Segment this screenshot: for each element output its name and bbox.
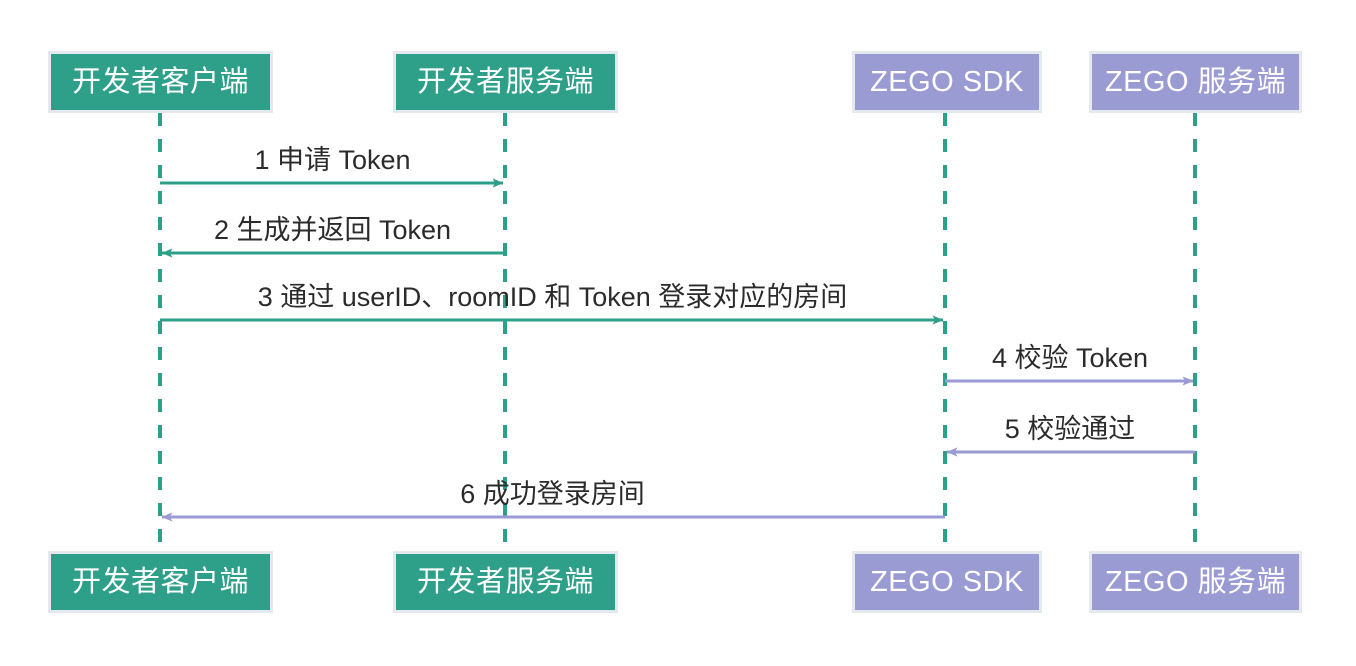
participant-zego-server-top[interactable]: ZEGO 服务端 <box>1089 51 1302 113</box>
participant-label: 开发者客户端 <box>71 65 249 98</box>
participant-dev-server-bottom[interactable]: 开发者服务端 <box>393 551 618 613</box>
participant-zego-sdk-top[interactable]: ZEGO SDK <box>852 51 1042 113</box>
message-label-4: 4 校验 Token <box>991 343 1149 373</box>
message-label-3: 3 通过 userID、roomID 和 Token 登录对应的房间 <box>257 282 848 312</box>
participant-label: 开发者服务端 <box>416 65 594 98</box>
participant-dev-client-bottom[interactable]: 开发者客户端 <box>48 551 273 613</box>
participant-label: ZEGO 服务端 <box>1104 565 1287 598</box>
participant-label: 开发者客户端 <box>71 565 249 598</box>
participant-dev-server-top[interactable]: 开发者服务端 <box>393 51 618 113</box>
participant-zego-server-bottom[interactable]: ZEGO 服务端 <box>1089 551 1302 613</box>
participant-dev-client-top[interactable]: 开发者客户端 <box>48 51 273 113</box>
message-label-5: 5 校验通过 <box>1004 414 1136 444</box>
lifelines-group <box>158 113 1197 551</box>
message-arrows-group <box>160 178 1195 522</box>
participant-label: ZEGO 服务端 <box>1104 65 1287 98</box>
participant-zego-sdk-bottom[interactable]: ZEGO SDK <box>852 551 1042 613</box>
message-label-6: 6 成功登录房间 <box>460 479 645 509</box>
message-label-2: 2 生成并返回 Token <box>213 215 452 245</box>
participant-label: ZEGO SDK <box>870 65 1024 98</box>
message-label-1: 1 申请 Token <box>254 145 411 175</box>
participant-label: ZEGO SDK <box>870 565 1024 598</box>
participant-label: 开发者服务端 <box>416 565 594 598</box>
